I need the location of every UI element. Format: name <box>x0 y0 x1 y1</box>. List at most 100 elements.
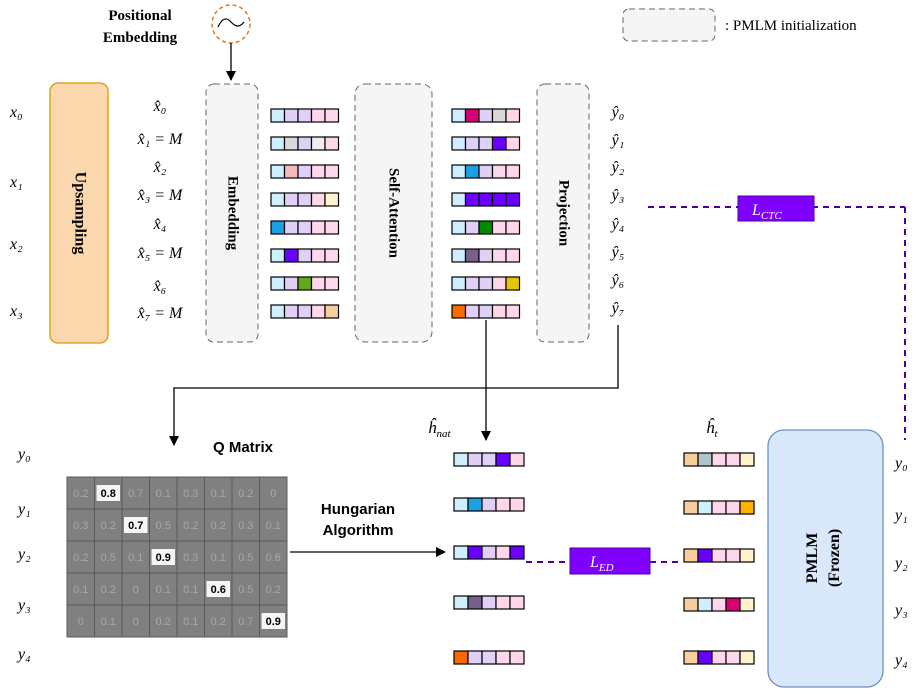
q-matrix-value: 0.7 <box>128 488 143 500</box>
upsampled-7: x̂₇ = M <box>137 305 184 322</box>
vector-cell <box>310 304 326 319</box>
vector-cell <box>725 597 741 612</box>
vector-cell <box>491 304 507 319</box>
projection-block <box>536 83 590 343</box>
vector-cell <box>467 595 483 610</box>
q-matrix-cell <box>204 508 233 542</box>
hnat-vectors <box>453 452 525 665</box>
right-row-labels: y₀ y₁ y₂ y₃ y₄ <box>893 455 908 669</box>
ht-vectors <box>683 452 755 665</box>
sine-wave-icon-circle <box>211 4 251 44</box>
vector-cell <box>711 452 727 467</box>
vector-cell <box>464 164 480 179</box>
vector-cell <box>270 164 286 179</box>
vector-cell <box>270 136 286 151</box>
vector-cell <box>725 500 741 515</box>
pmlm-label-2: (Frozen) <box>826 529 843 587</box>
q-matrix-value: 0.3 <box>73 520 88 532</box>
vector-cell <box>451 220 467 235</box>
q-matrix-highlight <box>124 517 148 533</box>
vector-cell <box>725 650 741 665</box>
vector-cell <box>739 500 755 515</box>
vector-cell <box>297 248 313 263</box>
embedding-vector <box>270 164 340 179</box>
vector-cell <box>451 192 467 207</box>
q-matrix-value: 0.1 <box>211 488 226 500</box>
vector-cell <box>310 136 326 151</box>
ht-vector <box>683 597 755 612</box>
vector-cell <box>478 192 494 207</box>
attention-vector <box>451 164 521 179</box>
q-matrix-value: 0.1 <box>183 616 198 628</box>
output-y3: ŷ₃ <box>610 187 625 204</box>
q-matrix-cell <box>231 476 260 510</box>
self-attention-label: Self-Attention <box>386 168 402 259</box>
vector-cell <box>297 108 313 123</box>
input-x3: x₃ <box>9 303 23 320</box>
input-labels: x₀ x₁ x₂ x₃ <box>9 104 23 320</box>
vector-cell <box>324 248 340 263</box>
output-y5: ŷ₅ <box>610 244 625 261</box>
vector-cell <box>509 452 525 467</box>
vector-cell <box>505 192 521 207</box>
vector-cell <box>697 650 713 665</box>
right-y0: y₀ <box>893 455 908 472</box>
attention-vector <box>451 220 521 235</box>
output-y1: ŷ₁ <box>610 132 625 149</box>
q-row-y4: y₄ <box>16 646 31 663</box>
q-matrix-value: 0.2 <box>156 616 171 628</box>
attention-vectors <box>451 108 521 319</box>
attention-vector <box>451 192 521 207</box>
vector-cell <box>283 276 299 291</box>
vector-cell <box>453 452 469 467</box>
vector-cell <box>683 597 699 612</box>
embedding-vector <box>270 136 340 151</box>
q-matrix-value: 0.9 <box>266 616 281 628</box>
upsampled-4: x̂₄ <box>153 216 167 233</box>
embedding-vector <box>270 192 340 207</box>
legend-label: : PMLM initialization <box>725 18 857 34</box>
vector-cell <box>310 108 326 123</box>
q-row-y3: y₃ <box>16 597 31 614</box>
embedding-label: Embedding <box>225 176 241 251</box>
pmlm-label: PMLM (Frozen) <box>804 529 843 587</box>
vector-cell <box>491 108 507 123</box>
q-matrix-title: Q Matrix <box>213 439 274 456</box>
vector-cell <box>297 136 313 151</box>
upsampled-2: x̂₂ <box>153 159 167 176</box>
hungarian-label-2: Algorithm <box>323 522 394 539</box>
vector-cell <box>453 545 469 560</box>
hnat-vector <box>453 452 525 467</box>
vector-cell <box>464 248 480 263</box>
right-y4: y₄ <box>893 652 908 669</box>
q-matrix-cell <box>149 508 178 542</box>
vector-cell <box>697 500 713 515</box>
vector-cell <box>297 164 313 179</box>
q-matrix-cell <box>94 604 123 638</box>
vector-cell <box>725 548 741 563</box>
q-matrix-value: 0.7 <box>238 616 253 628</box>
vector-cell <box>453 497 469 512</box>
vector-cell <box>467 650 483 665</box>
ht-vector <box>683 650 755 665</box>
ht-vector <box>683 548 755 563</box>
q-matrix-value: 0.5 <box>156 520 171 532</box>
attention-vector <box>451 276 521 291</box>
vector-cell <box>711 548 727 563</box>
q-matrix-cell <box>149 476 178 510</box>
upsampled-3: x̂₃ = M <box>137 187 184 204</box>
ht-label: ĥt <box>706 418 719 440</box>
vector-cell <box>310 248 326 263</box>
vector-cell <box>324 276 340 291</box>
vector-cell <box>297 276 313 291</box>
vector-cell <box>297 192 313 207</box>
q-matrix-value: 0.2 <box>101 584 116 596</box>
pmlm-block <box>767 429 884 688</box>
vector-cell <box>491 164 507 179</box>
hnat-vector <box>453 497 525 512</box>
q-matrix-value: 0.1 <box>183 584 198 596</box>
attention-vector <box>451 248 521 263</box>
upsampled-labels: x̂₀ x̂₁ = M x̂₂ x̂₃ = M x̂₄ x̂₅ = M x̂₆ … <box>137 98 184 322</box>
